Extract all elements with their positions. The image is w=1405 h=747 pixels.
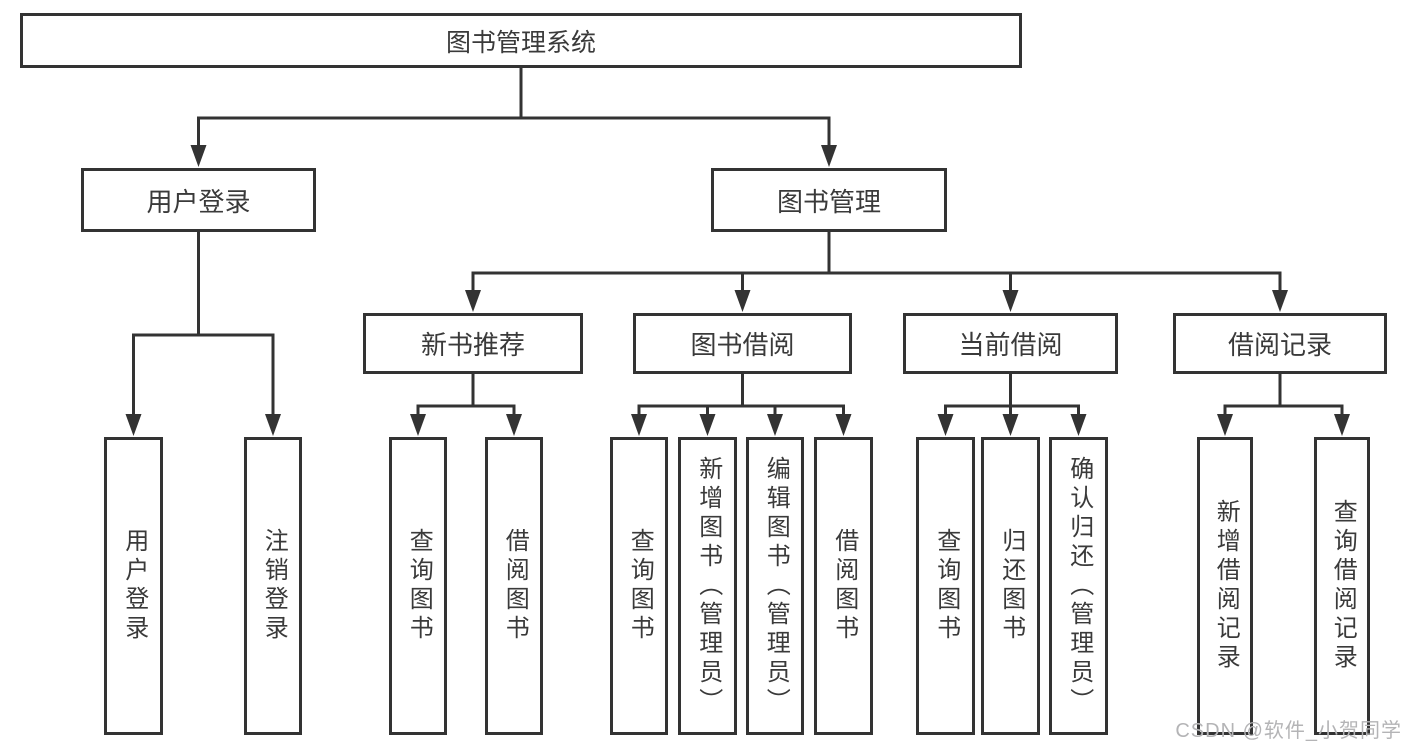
node-new-books: 新书推荐 (363, 313, 583, 374)
node-label-bb-borrow: 借阅图书 (830, 528, 858, 644)
node-label-bb-add: 新增图书（管理员） (694, 455, 722, 717)
node-label-nb-query: 查询图书 (405, 528, 433, 644)
node-bb-borrow: 借阅图书 (814, 437, 873, 735)
node-label-cb-query: 查询图书 (932, 528, 960, 644)
node-br-add: 新增借阅记录 (1197, 437, 1253, 735)
node-user-login: 用户登录 (81, 168, 316, 232)
node-label-bb-edit: 编辑图书（管理员） (762, 455, 790, 717)
node-login-leaf: 用户登录 (104, 437, 163, 735)
node-label-borrow-records: 借阅记录 (1227, 330, 1332, 360)
node-bb-query: 查询图书 (610, 437, 668, 735)
node-root: 图书管理系统 (20, 13, 1022, 68)
csdn-watermark: CSDN @软件_小贺同学 (1175, 720, 1402, 742)
node-cb-confirm: 确认归还（管理员） (1049, 437, 1108, 735)
node-bb-add: 新增图书（管理员） (678, 437, 737, 735)
node-label-book-mgmt: 图书管理 (776, 186, 881, 217)
node-label-bb-query: 查询图书 (626, 528, 654, 644)
node-label-login-leaf: 用户登录 (120, 528, 148, 644)
node-label-cb-return: 归还图书 (997, 528, 1025, 644)
node-bb-edit: 编辑图书（管理员） (746, 437, 804, 735)
node-label-new-books: 新书推荐 (420, 330, 525, 360)
node-nb-borrow: 借阅图书 (485, 437, 543, 735)
node-label-root: 图书管理系统 (445, 28, 596, 57)
node-cb-query: 查询图书 (916, 437, 975, 735)
node-label-logout-leaf: 注销登录 (260, 528, 288, 644)
node-cb-return: 归还图书 (981, 437, 1040, 735)
node-current-borrow: 当前借阅 (903, 313, 1118, 374)
node-logout-leaf: 注销登录 (244, 437, 302, 735)
node-label-br-add: 新增借阅记录 (1212, 499, 1240, 673)
node-label-current-borrow: 当前借阅 (958, 330, 1063, 360)
node-label-user-login: 用户登录 (146, 186, 251, 217)
node-label-book-borrow: 图书借阅 (690, 330, 795, 360)
node-book-borrow: 图书借阅 (633, 313, 852, 374)
node-label-br-query: 查询借阅记录 (1329, 499, 1357, 673)
node-nb-query: 查询图书 (389, 437, 447, 735)
node-br-query: 查询借阅记录 (1314, 437, 1370, 735)
node-book-mgmt: 图书管理 (711, 168, 947, 232)
node-label-cb-confirm: 确认归还（管理员） (1065, 455, 1093, 717)
node-borrow-records: 借阅记录 (1173, 313, 1387, 374)
node-label-nb-borrow: 借阅图书 (501, 528, 529, 644)
